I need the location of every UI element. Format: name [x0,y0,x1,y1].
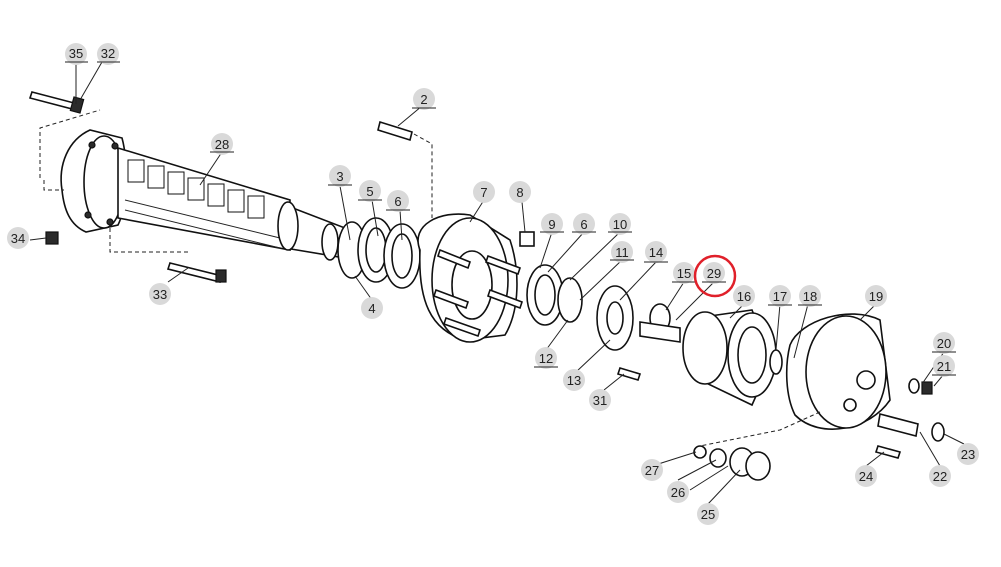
callout-24[interactable]: 24 [855,465,877,487]
callout-6a[interactable]: 6 [386,190,410,212]
callout-13-label: 13 [567,373,581,388]
callout-13[interactable]: 13 [563,369,585,391]
callout-31-label: 31 [593,393,607,408]
washer-17-part [769,349,783,375]
bolt-35-part [28,91,85,114]
callout-26-label: 26 [671,485,685,500]
callout-24-label: 24 [859,469,873,484]
callout-15[interactable]: 15 [672,262,696,284]
bolt-33-part [166,262,227,283]
callout-22-label: 22 [933,469,947,484]
callout-29[interactable]: 29 [693,254,737,298]
callout-14[interactable]: 14 [644,241,668,263]
callout-10-label: 10 [613,217,627,232]
callout-21[interactable]: 21 [932,355,956,377]
nut-34-part [45,231,59,245]
callout-6a-label: 6 [394,194,401,209]
callout-8-label: 8 [516,185,523,200]
callout-12-label: 12 [539,351,553,366]
callout-34[interactable]: 34 [7,227,29,249]
callout-33-label: 33 [153,287,167,302]
callout-6b[interactable]: 6 [572,213,596,235]
callout-9-label: 9 [548,217,555,232]
callout-35[interactable]: 35 [65,43,88,65]
callout-14-label: 14 [649,245,663,260]
callout-18-label: 18 [803,289,817,304]
callout-19[interactable]: 19 [865,285,887,307]
callout-15-label: 15 [677,266,691,281]
pin-22-part [877,413,919,437]
callout-20-label: 20 [937,336,951,351]
callout-17[interactable]: 17 [768,285,792,307]
washer-20-part [908,378,920,394]
callout-3-label: 3 [336,169,343,184]
stud-2-part [377,120,413,142]
washer-27-part [693,445,707,459]
callout-4-label: 4 [368,301,375,316]
callout-11[interactable]: 11 [610,241,634,263]
callout-25[interactable]: 25 [697,503,719,525]
callout-4[interactable]: 4 [361,297,383,319]
callout-7-label: 7 [480,185,487,200]
wheel-hub-part [417,213,524,343]
callout-8[interactable]: 8 [509,181,531,203]
callout-9[interactable]: 9 [540,213,564,235]
ring-gear-part [682,309,777,407]
callout-5[interactable]: 5 [358,180,382,202]
bolt-24-part [874,445,902,459]
callout-35-label: 35 [69,46,83,61]
callout-2-label: 2 [420,92,427,107]
callout-22[interactable]: 22 [929,465,951,487]
callout-32-label: 32 [101,46,115,61]
bearing-ring-set-part [526,264,634,351]
callout-5-label: 5 [366,184,373,199]
callout-18[interactable]: 18 [798,285,822,307]
plug-21-part [921,381,933,395]
highlight-ring [693,254,737,298]
planet-carrier-part [785,313,891,430]
splined-shaft-part [639,303,681,343]
callout-2[interactable]: 2 [412,88,436,110]
callout-28[interactable]: 28 [210,133,234,155]
callout-16[interactable]: 16 [733,285,755,307]
callout-32[interactable]: 32 [97,43,120,65]
callout-23[interactable]: 23 [957,443,979,465]
bearing-set-part [337,217,421,289]
bolt-31-part [616,367,642,381]
callout-27[interactable]: 27 [641,459,663,481]
callout-6b-label: 6 [580,217,587,232]
callout-19-label: 19 [869,289,883,304]
callout-29-label: 29 [707,266,721,281]
axle-housing-part [60,129,346,261]
callout-28-label: 28 [215,137,229,152]
callout-17-label: 17 [773,289,787,304]
callout-10[interactable]: 10 [608,213,632,235]
callout-16-label: 16 [737,289,751,304]
callout-34-label: 34 [11,231,25,246]
callout-26[interactable]: 26 [667,481,689,503]
callout-25-label: 25 [701,507,715,522]
callout-31[interactable]: 31 [589,389,611,411]
callout-23-label: 23 [961,447,975,462]
callout-20[interactable]: 20 [932,332,956,354]
callout-3[interactable]: 3 [328,165,352,187]
callout-33[interactable]: 33 [149,283,171,305]
callout-7[interactable]: 7 [473,181,495,203]
callout-27-label: 27 [645,463,659,478]
callout-12[interactable]: 12 [534,347,558,369]
callout-21-label: 21 [937,359,951,374]
needle-bearing-26-part [709,448,727,468]
planet-gear-25-part [729,447,771,481]
callout-11-label: 11 [615,245,629,260]
oring-23-part [931,422,945,442]
nut-8-part [519,231,535,247]
